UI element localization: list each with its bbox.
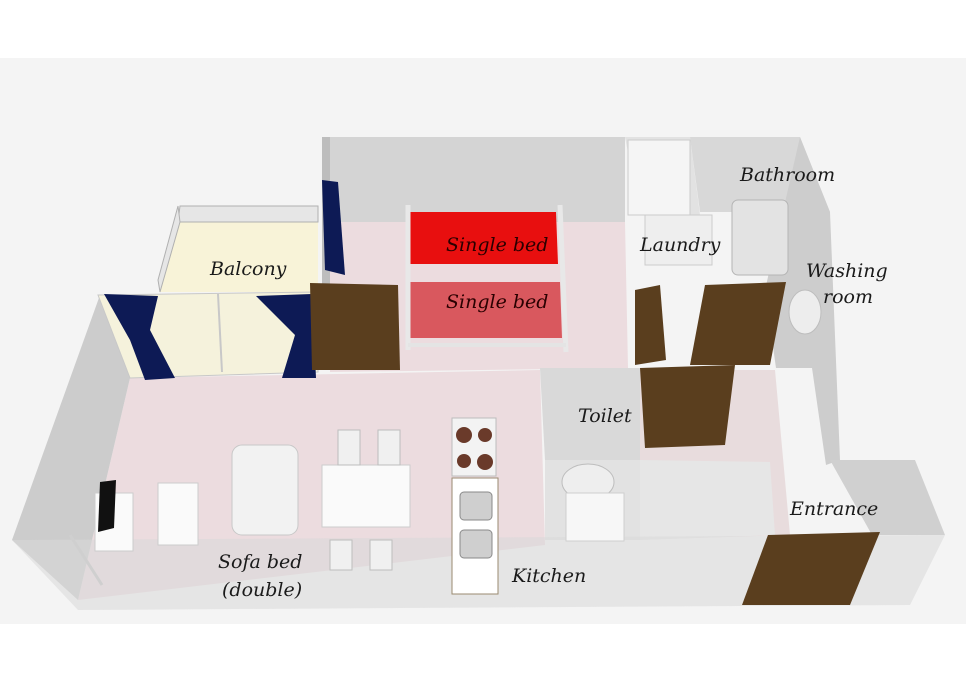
- burner-2: [478, 428, 492, 442]
- bedroom-door: [310, 283, 400, 370]
- balcony-railing: [177, 205, 319, 223]
- entrance-wall: [830, 460, 945, 535]
- label-toilet: Toilet: [578, 405, 632, 427]
- burner-1: [456, 427, 472, 443]
- toilet-door: [640, 365, 735, 448]
- sofa-bed: [231, 444, 299, 536]
- label-sofa-bed-line1: Sofa bed: [218, 551, 302, 573]
- coffee-table: [157, 482, 199, 546]
- label-entrance: Entrance: [789, 498, 878, 520]
- bed-bottom: [410, 282, 562, 338]
- sink-2: [459, 529, 493, 559]
- burner-4: [477, 454, 493, 470]
- burner-3: [457, 454, 471, 468]
- washbasin: [788, 289, 822, 335]
- sink-1: [459, 491, 493, 521]
- toilet-tank: [565, 492, 625, 542]
- label-washing-room-line2: room: [823, 286, 873, 308]
- label-balcony: Balcony: [209, 258, 287, 280]
- label-laundry: Laundry: [639, 234, 721, 256]
- curtain-left: [104, 294, 175, 380]
- stove: [451, 417, 497, 477]
- balcony-floor: [160, 220, 318, 292]
- label-kitchen: Kitchen: [511, 565, 586, 587]
- laundry-cabinet: [627, 139, 691, 216]
- curtain-right: [256, 294, 316, 378]
- label-single-bed-1: Single bed: [446, 234, 548, 256]
- living-left-wall: [12, 295, 130, 600]
- dining-table: [321, 464, 411, 528]
- inner-wall-strip: [640, 460, 775, 540]
- bed-frame-right: [557, 204, 569, 353]
- balcony-divider: [217, 293, 223, 373]
- label-washing-room-line1: Washing: [806, 260, 888, 282]
- laundry-door: [635, 285, 666, 365]
- chair-2: [377, 429, 401, 466]
- tv: [98, 480, 116, 532]
- entrance-door: [742, 532, 880, 605]
- balcony-left-rail: [157, 205, 181, 293]
- curtain-back: [322, 180, 345, 275]
- chair-3: [329, 539, 353, 571]
- bedroom-back-wall: [330, 137, 625, 222]
- chair-1: [337, 429, 361, 466]
- chair-4: [369, 539, 393, 571]
- floor-lamp: [68, 534, 104, 586]
- label-sofa-bed-line2: (double): [222, 579, 302, 601]
- bathroom-door: [690, 282, 786, 365]
- label-bathroom: Bathroom: [739, 164, 835, 186]
- bed-top: [410, 212, 558, 264]
- toilet-wall: [540, 368, 640, 460]
- bathtub: [731, 199, 789, 276]
- label-single-bed-2: Single bed: [446, 291, 548, 313]
- laundry-sink: [644, 214, 713, 266]
